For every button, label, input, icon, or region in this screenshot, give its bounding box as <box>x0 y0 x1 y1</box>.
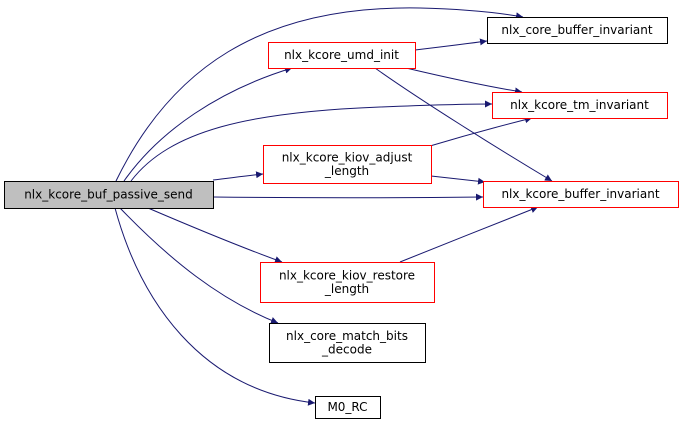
node-box[interactable] <box>492 92 668 119</box>
node-core-buffer-invariant[interactable]: nlx_core_buffer_invariant <box>487 17 668 44</box>
node-label: nlx_kcore_buf_passive_send <box>24 188 193 202</box>
node-label: nlx_kcore_kiov_adjust <box>282 150 413 164</box>
edge-umd_init-to-kcore_buffer_invariant <box>374 67 553 182</box>
edge-root-to-tm_invariant <box>130 100 493 182</box>
node-match-bits[interactable]: nlx_core_match_bits_decode <box>269 323 426 363</box>
edge-root-to-m0_rc <box>114 207 316 406</box>
node-box[interactable] <box>483 181 679 208</box>
node-label: nlx_kcore_buffer_invariant <box>501 187 659 201</box>
node-label: nlx_kcore_tm_invariant <box>510 98 649 112</box>
edge-root-to-match_bits <box>119 207 279 324</box>
edges <box>114 7 553 406</box>
node-label: _length <box>324 282 369 296</box>
node-label: nlx_core_buffer_invariant <box>501 23 652 37</box>
edge-umd_init-to-tm_invariant <box>405 67 523 95</box>
node-m0-rc[interactable]: M0_RC <box>315 396 381 419</box>
node-box[interactable] <box>4 181 214 209</box>
edge-kiov_restore-to-kcore_buffer_invariant <box>399 206 539 263</box>
node-box[interactable] <box>315 396 381 419</box>
edge-root-to-kiov_adjust <box>212 171 264 181</box>
node-kiov-adjust[interactable]: nlx_kcore_kiov_adjust_length <box>263 145 432 184</box>
node-box[interactable] <box>487 17 668 44</box>
node-box[interactable] <box>263 145 432 184</box>
node-umd-init[interactable]: nlx_kcore_umd_init <box>268 42 416 69</box>
node-label: nlx_kcore_kiov_restore <box>279 268 415 282</box>
node-root[interactable]: nlx_kcore_buf_passive_send <box>4 181 214 209</box>
node-box[interactable] <box>260 262 435 303</box>
node-label: M0_RC <box>327 400 367 414</box>
edge-root-to-kcore_buffer_invariant <box>212 193 484 201</box>
node-label: nlx_kcore_umd_init <box>284 48 399 62</box>
edge-root-to-kiov_restore <box>147 207 283 263</box>
edge-root-to-umd_init <box>123 66 293 182</box>
edge-kiov_adjust-to-tm_invariant <box>429 116 533 147</box>
nodes: nlx_kcore_buf_passive_send nlx_kcore_umd_… <box>4 17 679 419</box>
node-box[interactable] <box>268 42 416 69</box>
node-kcore-buffer-invariant[interactable]: nlx_kcore_buffer_invariant <box>483 181 679 208</box>
edge-umd_init-to-core_buffer_invariant <box>414 38 488 51</box>
node-kiov-restore[interactable]: nlx_kcore_kiov_restore_length <box>260 262 435 303</box>
edge-kiov_adjust-to-kcore_buffer_invariant <box>430 175 486 185</box>
node-label: nlx_core_match_bits <box>286 329 408 343</box>
node-label: _decode <box>321 342 372 356</box>
edge-root-to-core_buffer_invariant <box>115 7 524 182</box>
node-box[interactable] <box>269 323 426 363</box>
node-label: _length <box>324 164 369 178</box>
node-tm-invariant[interactable]: nlx_kcore_tm_invariant <box>492 92 668 119</box>
